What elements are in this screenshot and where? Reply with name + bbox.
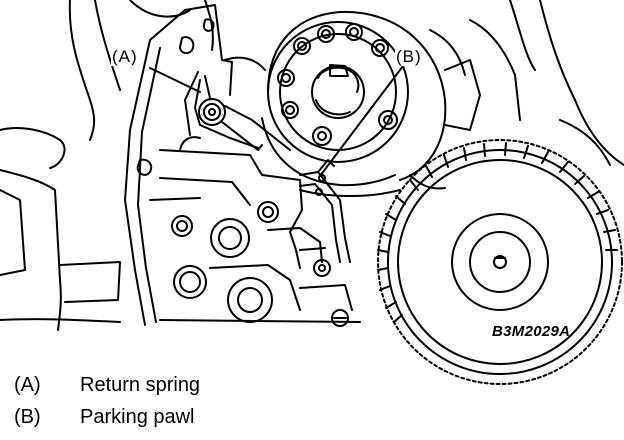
leader-line-b	[319, 65, 404, 177]
callout-label-b: (B)	[395, 47, 423, 66]
shaft-boss	[311, 64, 365, 119]
return-spring	[184, 71, 291, 151]
valve-body	[149, 136, 361, 327]
oil-pump-housing	[224, 10, 481, 197]
callout-label-a: (A)	[111, 47, 139, 66]
bolt-ring	[277, 23, 398, 146]
figure-code: B3M2029A	[492, 323, 571, 340]
legend-text: Parking pawl	[80, 406, 195, 428]
housing-outline	[0, 0, 624, 331]
legend-key: (A)	[14, 374, 41, 396]
leader-line-a	[149, 67, 201, 93]
case-plate	[124, 4, 233, 326]
legend-key: (B)	[14, 406, 41, 428]
legend-text: Return spring	[80, 374, 201, 396]
gear	[377, 139, 623, 385]
parking-pawl	[299, 159, 351, 263]
